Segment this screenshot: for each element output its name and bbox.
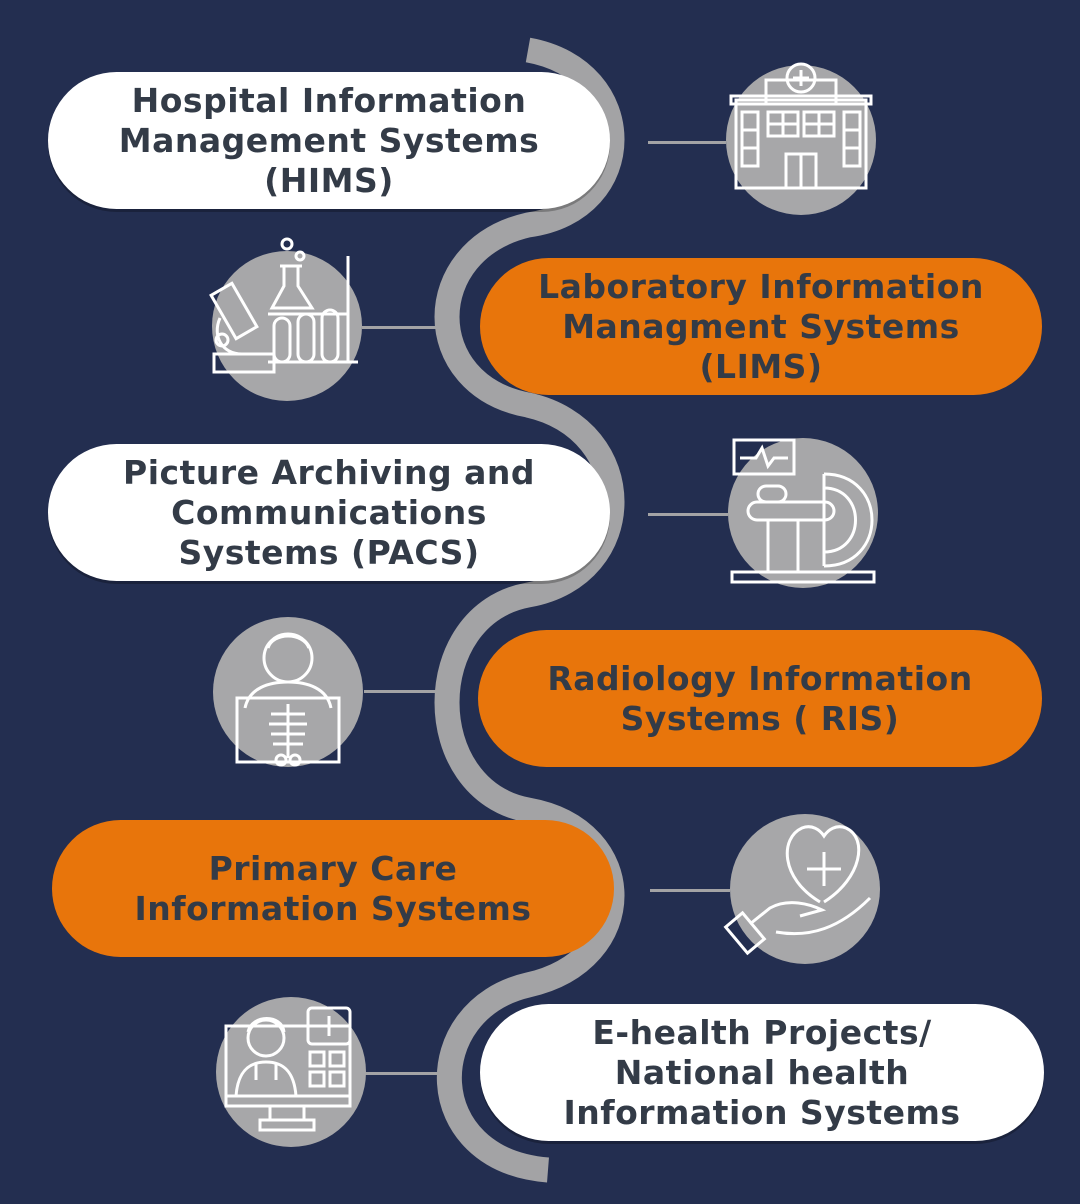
xray-icon <box>235 632 341 767</box>
hospital-icon <box>729 62 873 190</box>
pill-lims: Laboratory Information Managment Systems… <box>480 258 1042 395</box>
pill-ris: Radiology Information Systems ( RIS) <box>478 630 1042 767</box>
pill-pacs-label: Picture Archiving and Communications Sys… <box>123 452 535 572</box>
connector-primary-care <box>650 889 730 892</box>
heart-care-icon <box>723 825 872 956</box>
laboratory-icon <box>209 237 358 374</box>
pill-primary-care-label: Primary Care Information Systems <box>134 848 532 928</box>
mri-scanner-icon <box>730 438 876 584</box>
pill-ehealth: E-health Projects/ National health Infor… <box>480 1004 1044 1141</box>
pill-hims: Hospital Information Management Systems … <box>48 72 610 209</box>
pill-lims-label: Laboratory Information Managment Systems… <box>538 266 984 386</box>
pill-primary-care: Primary Care Information Systems <box>52 820 614 957</box>
telemedicine-icon <box>224 1006 352 1132</box>
connector-hims <box>648 141 726 144</box>
connector-ris <box>364 690 442 693</box>
connector-lims <box>362 326 442 329</box>
connector-pacs <box>648 513 728 516</box>
connector-ehealth <box>364 1072 444 1075</box>
pill-ris-label: Radiology Information Systems ( RIS) <box>547 658 973 738</box>
pill-hims-label: Hospital Information Management Systems … <box>118 80 540 200</box>
pill-pacs: Picture Archiving and Communications Sys… <box>48 444 610 581</box>
pill-ehealth-label: E-health Projects/ National health Infor… <box>563 1012 961 1132</box>
icon-circle-pacs <box>728 438 878 588</box>
icon-circle-hims <box>726 65 876 215</box>
